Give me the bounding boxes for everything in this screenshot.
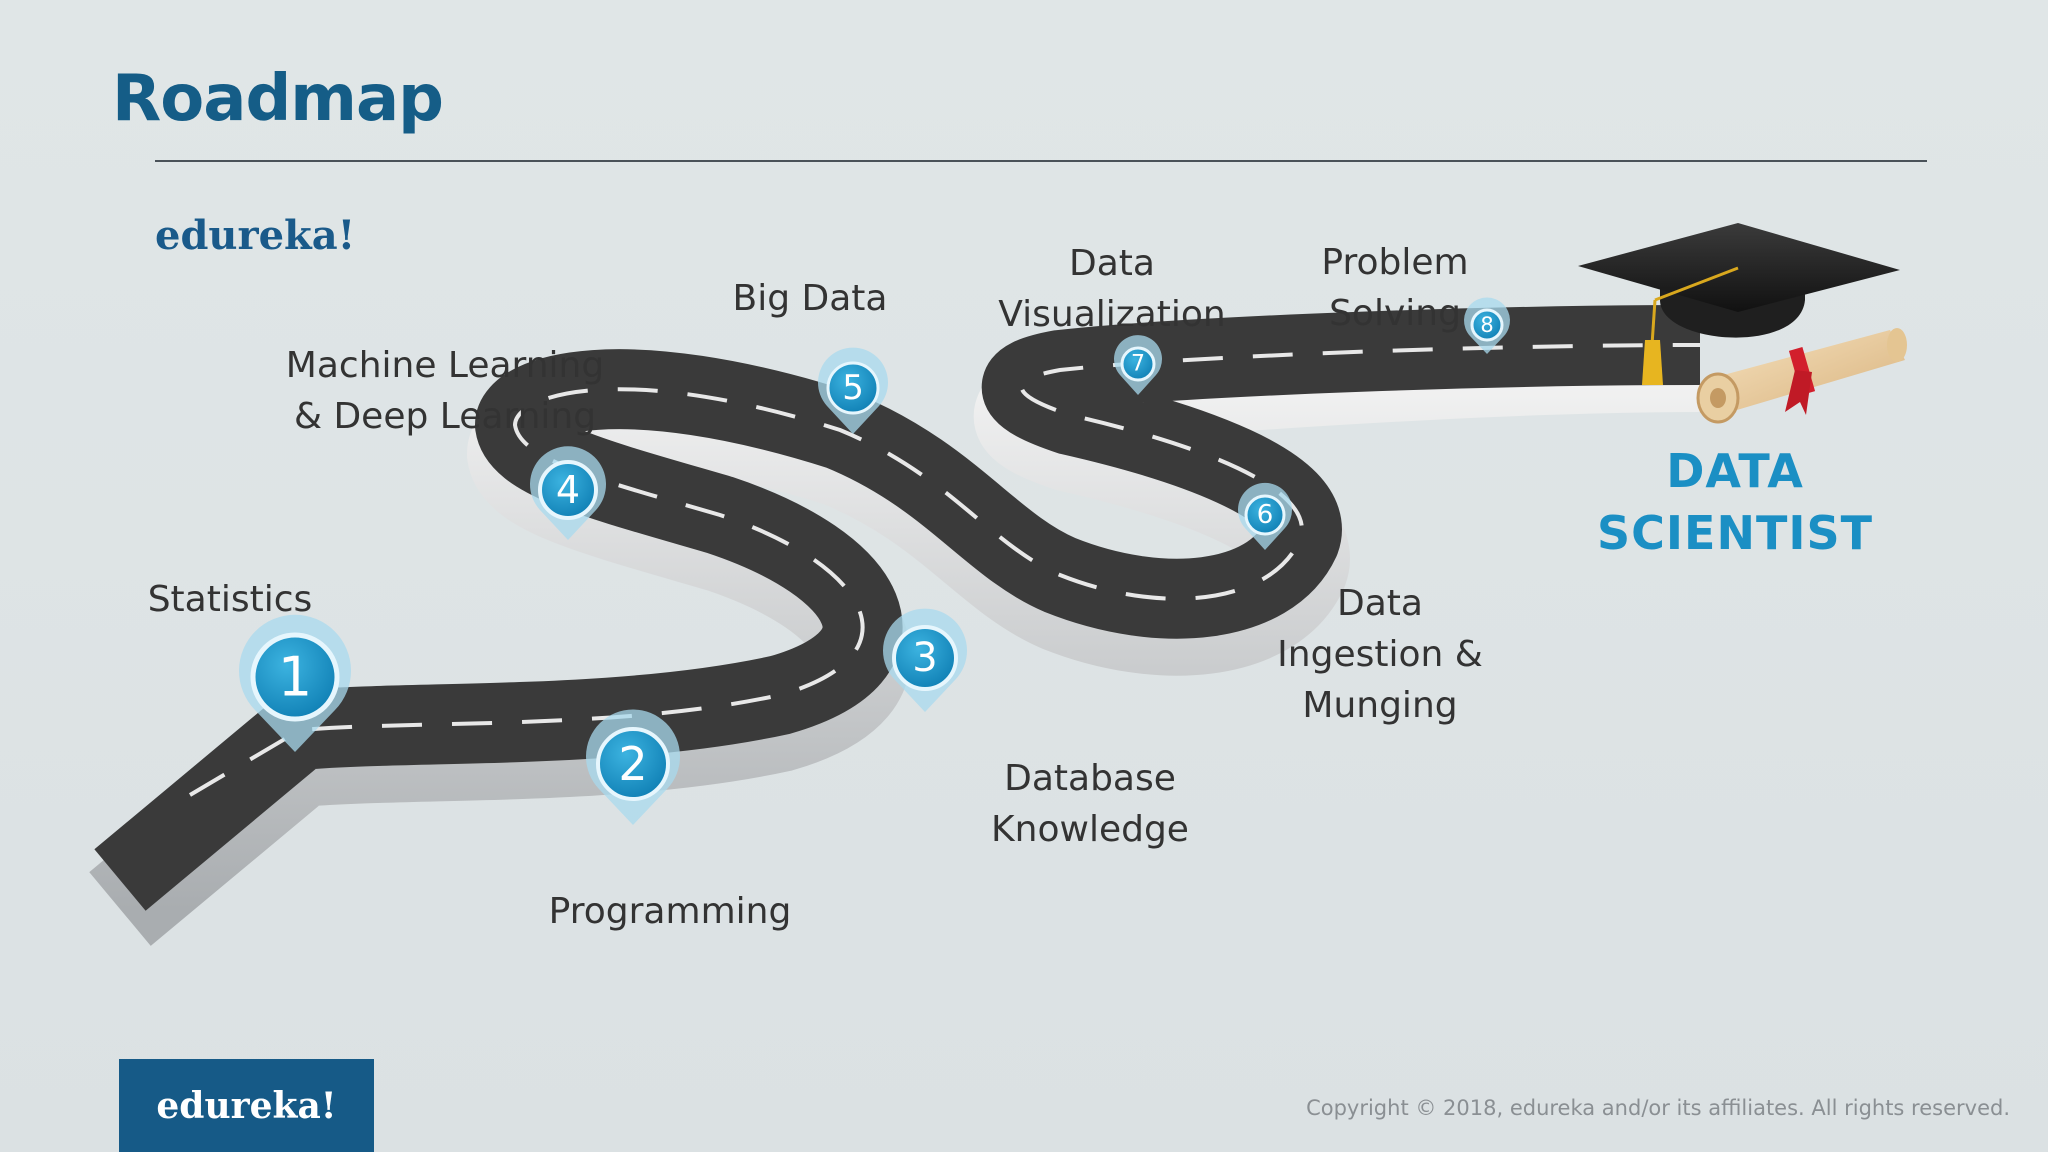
step-label-2-line: Programming [548,891,792,932]
diploma-scroll-icon [1696,328,1907,424]
title-divider [155,160,1927,162]
step-label-6-line3: Munging [1302,685,1458,726]
step-pin-1: 1 [239,614,351,752]
step-label-7: Data Visualization [972,238,1252,340]
step-label-7-line2: Visualization [998,294,1226,335]
step-label-4-line1: Machine Learning [285,345,605,386]
graduation-cap-icon [1578,223,1900,385]
step-pin-5: 5 [818,347,888,434]
step-label-3-line1: Database [1004,758,1176,799]
step-label-3: Database Knowledge [950,753,1230,855]
step-label-6: Data Ingestion & Munging [1230,578,1530,731]
brand-logo-top: edureka! [155,212,356,259]
step-pin-5-number: 5 [842,368,864,408]
step-label-8-line1: Problem [1321,242,1469,283]
step-pin-3-number: 3 [912,635,937,681]
step-pin-6: 6 [1238,482,1292,550]
step-pin-7: 7 [1114,335,1162,395]
step-pin-4-number: 4 [556,468,580,512]
step-label-7-line1: Data [1069,243,1155,284]
brand-logo-footer: edureka! [119,1059,374,1152]
step-label-6-line1: Data [1337,583,1423,624]
step-label-8-line2: Solving [1329,293,1461,334]
step-label-8: Problem Solving [1270,237,1520,339]
step-label-5-line: Big Data [732,278,888,319]
goal-label-line2: SCIENTIST [1597,506,1873,560]
step-pin-2-number: 2 [618,737,647,791]
step-label-4: Machine Learning & Deep Learning [270,340,620,442]
step-label-4-line2: & Deep Learning [293,396,597,437]
step-label-1: Statistics [120,574,340,625]
goal-label-line1: DATA [1666,444,1804,498]
step-label-5: Big Data [690,273,930,324]
step-pin-8-number: 8 [1480,313,1493,337]
step-pin-1-number: 1 [278,646,312,709]
step-pin-6-number: 6 [1257,500,1274,530]
road-lane-markings [188,343,1701,797]
step-pin-3: 3 [883,608,967,712]
step-pin-7-number: 7 [1131,352,1145,377]
step-pin-4: 4 [530,446,606,540]
step-pin-8: 8 [1464,297,1510,354]
goal-label: DATA SCIENTIST [1570,440,1900,564]
page-title: Roadmap [112,62,444,136]
step-label-2: Programming [520,886,820,937]
step-pin-2: 2 [586,709,680,825]
copyright-text: Copyright © 2018, edureka and/or its aff… [1306,1096,2010,1120]
step-label-3-line2: Knowledge [991,809,1189,850]
step-label-1-line: Statistics [147,579,313,620]
step-label-6-line2: Ingestion & [1277,634,1483,675]
